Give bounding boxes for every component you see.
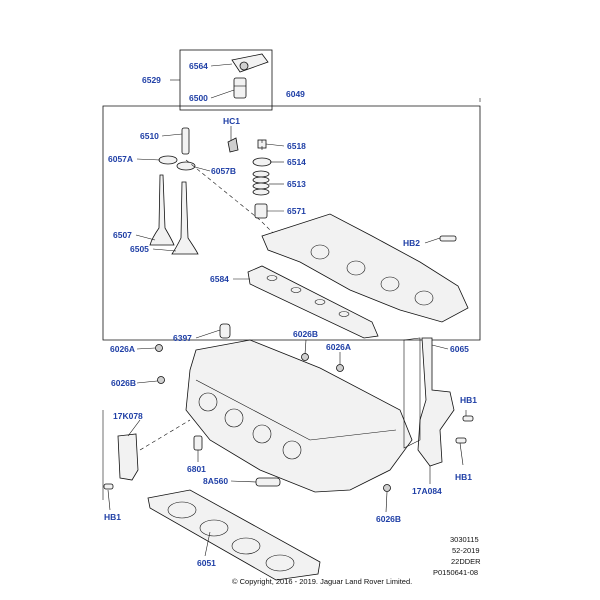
right-bolt-b [455,437,467,444]
label-17k078: 17K078 [113,411,143,421]
label-6026a-mid: 6026A [326,342,352,352]
label-17a084: 17A084 [412,486,442,496]
valve-spring [252,170,270,196]
label-6500: 6500 [189,93,208,103]
label-6518: 6518 [287,141,306,151]
right-bolt-a [462,415,474,422]
valve-seal [158,155,178,165]
label-hb2: HB2 [403,238,421,248]
catalog-code-2: 52-2019 [452,546,480,555]
cup-plug-a [155,344,163,352]
head-gasket [147,489,321,581]
label-6514: 6514 [287,157,306,167]
retainer-clip [227,137,239,153]
exhaust-valve [171,181,199,255]
label-hb1-left: HB1 [104,512,122,522]
spring-retainer [252,157,272,167]
label-6564: 6564 [189,61,208,71]
cup-plug-d [336,364,344,372]
label-6505: 6505 [130,244,149,254]
label-8a560: 8A560 [203,476,229,486]
lash-adjuster [233,77,247,99]
sealing-plug [219,323,231,339]
tube-bracket [417,337,455,467]
label-6057b: 6057B [211,166,237,176]
label-6026b-bot: 6026B [376,514,402,524]
catalog-code-3: 22DDER [451,557,481,566]
label-hc1: HC1 [223,116,241,126]
carrier-gasket [247,265,379,339]
catalog-code-4: P0150641-08 [433,568,479,577]
label-hb1-right-bot: HB1 [455,472,473,482]
label-6510: 6510 [140,131,159,141]
label-6026b-top: 6026B [293,329,319,339]
label-6801: 6801 [187,464,206,474]
lifting-bracket [117,433,139,481]
label-6571: 6571 [287,206,306,216]
cylinder-head [185,339,413,493]
carrier-bolt [439,235,457,242]
valve-seal-b [176,161,196,171]
label-6026b-left: 6026B [111,378,137,388]
head-ports [195,379,397,460]
left-bolt [103,483,114,490]
plug-8a560 [255,477,281,487]
temperature-sensor [193,435,203,451]
label-6065: 6065 [450,344,469,354]
intake-valve [149,174,175,246]
valvetrain-frame [102,105,481,341]
label-6529: 6529 [142,75,161,85]
cup-plug-c [301,353,309,361]
label-hb1-right-top: HB1 [460,395,478,405]
label-6026a-left: 6026A [110,344,136,354]
leader-lines [107,63,467,557]
gasket-bores [167,501,295,572]
cup-plug-b [157,376,165,384]
copyright-notice: © Copyright, 2016 - 2019. Jaguar Land Ro… [232,577,413,586]
label-6513: 6513 [287,179,306,189]
spring-seat [254,203,268,219]
label-6507: 6507 [113,230,132,240]
label-6584: 6584 [210,274,229,284]
label-6397: 6397 [173,333,192,343]
catalog-code-1: 3030115 [450,535,479,544]
cup-plug-e [383,484,391,492]
valve-guide [181,127,190,155]
label-6051: 6051 [197,558,216,568]
label-6057a: 6057A [108,154,134,164]
carrier-bores [310,244,434,306]
label-6049: 6049 [286,89,305,99]
roller-finger-follower [231,53,269,73]
